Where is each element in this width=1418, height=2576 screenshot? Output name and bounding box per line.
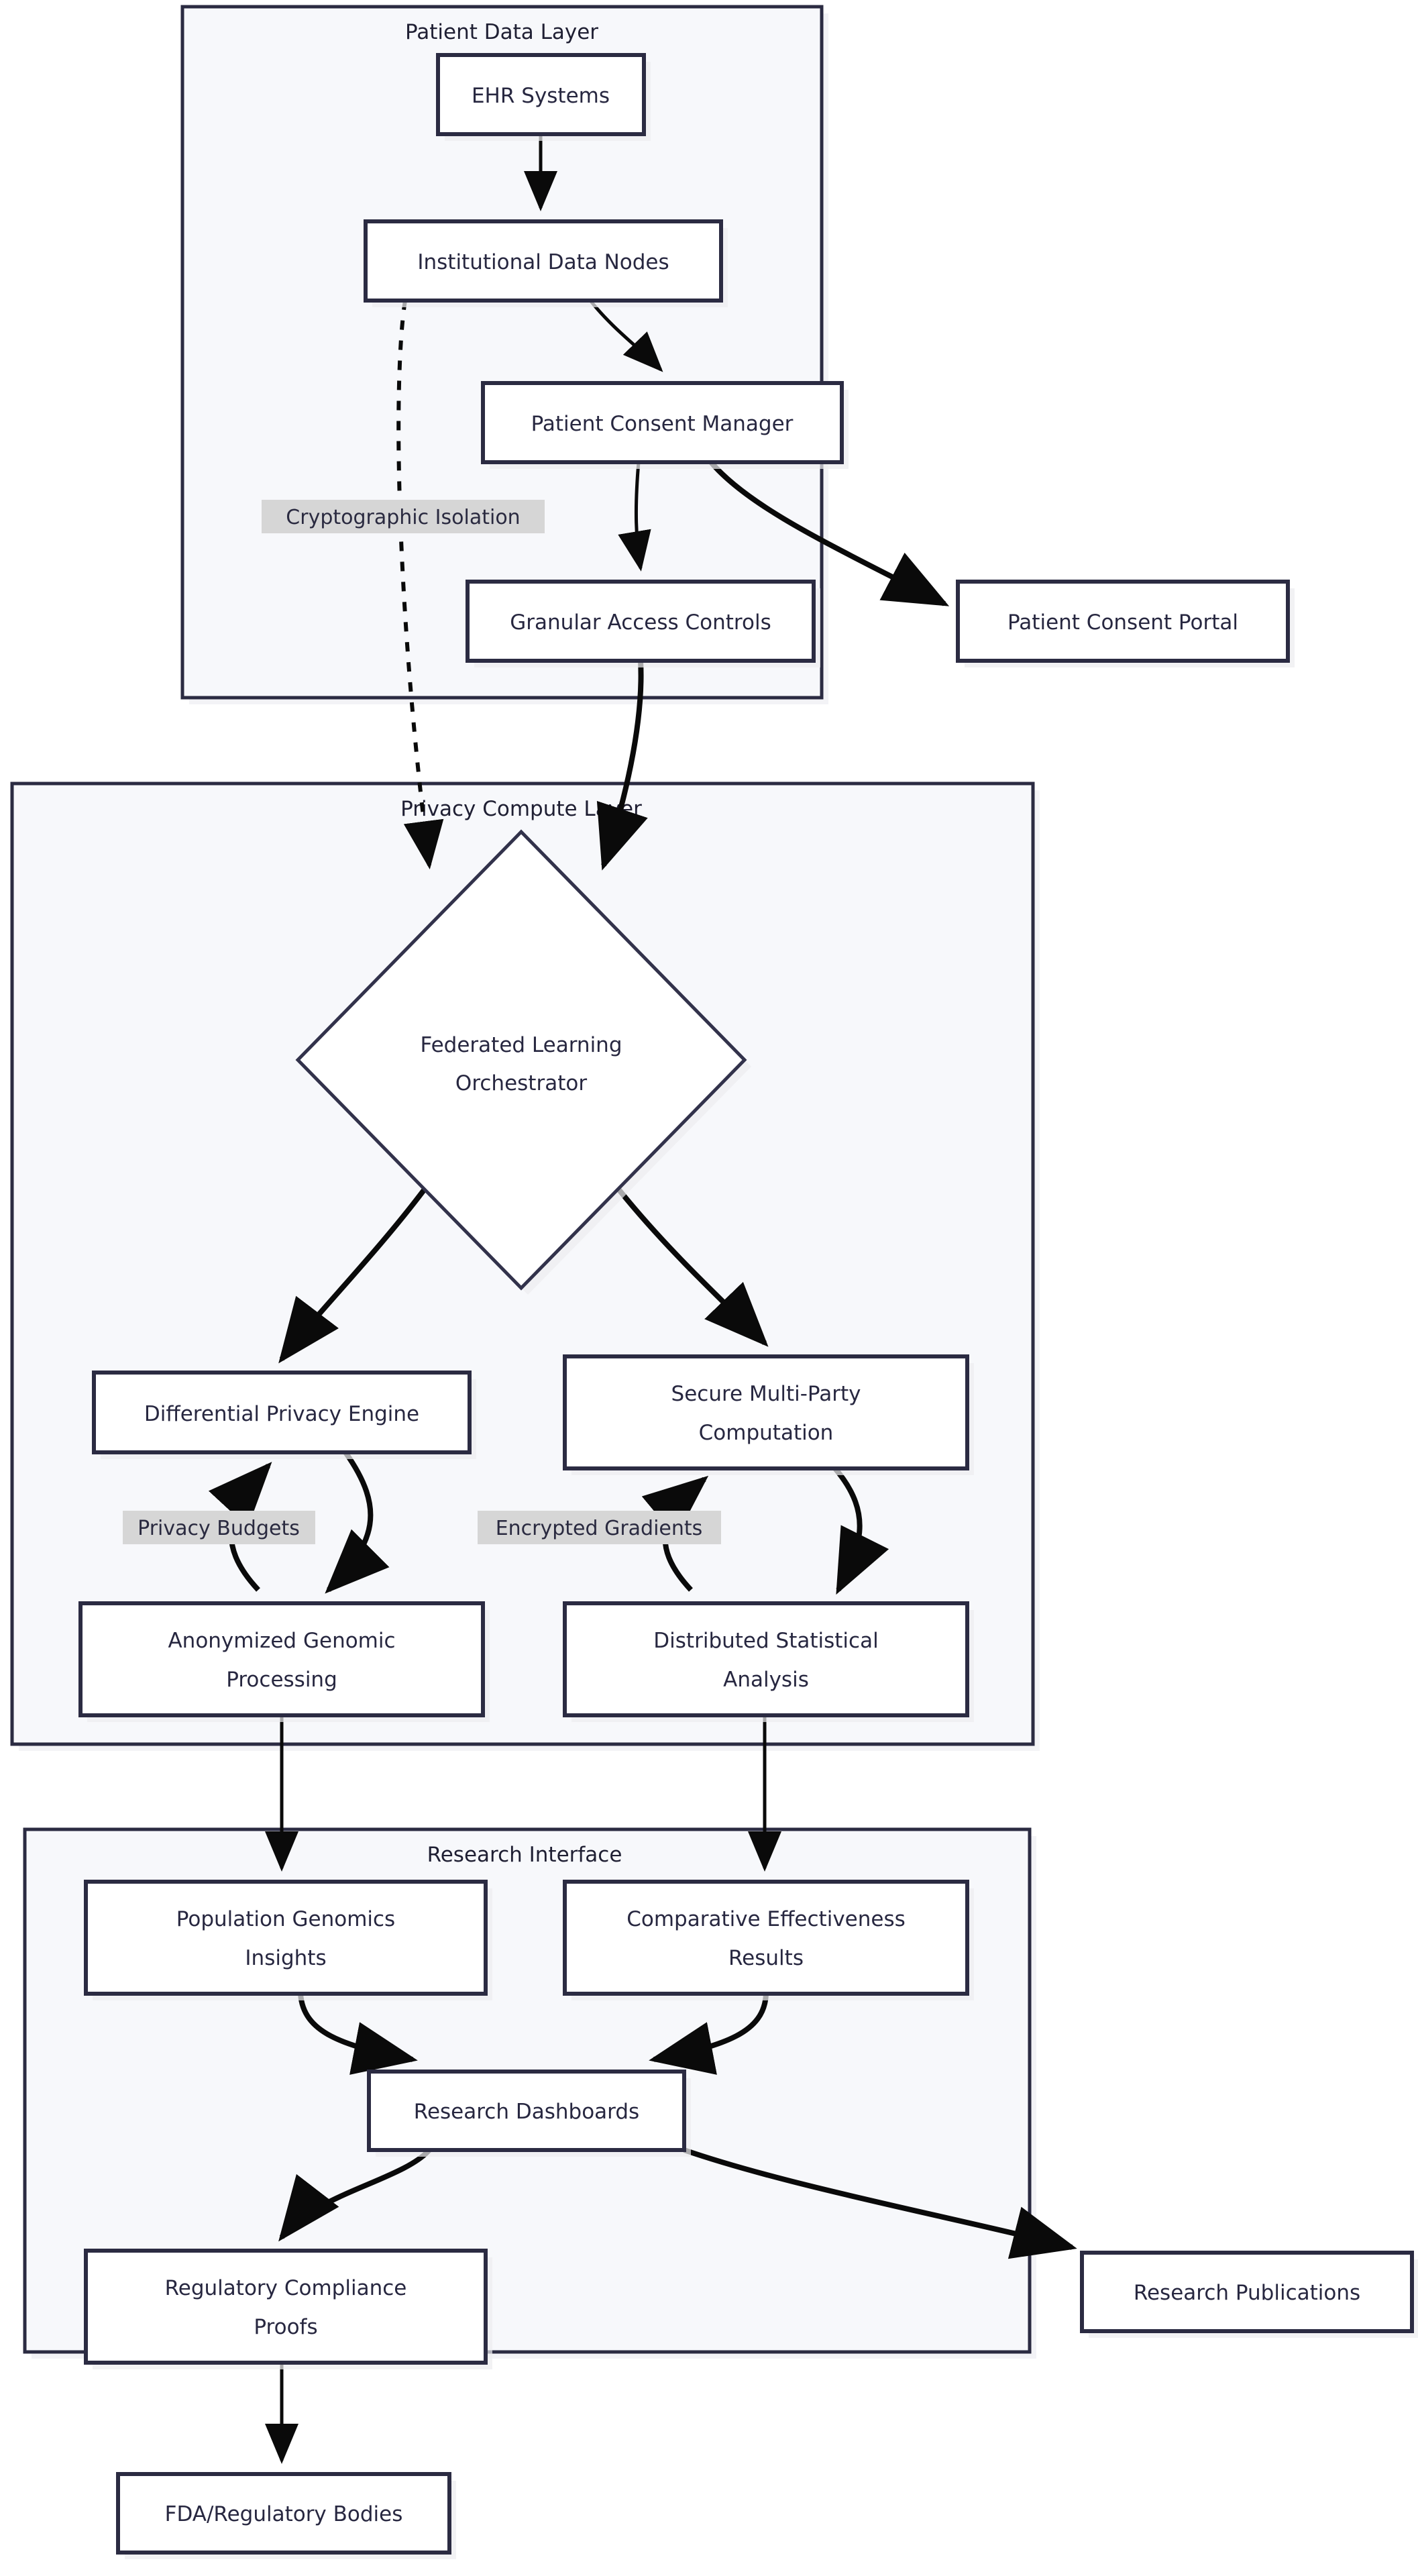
node-label-granular-access-controls: Granular Access Controls bbox=[510, 610, 771, 635]
node-research-dashboards[interactable]: Research Dashboards bbox=[367, 2070, 691, 2157]
node-distributed-statistical-analysis[interactable]: Distributed Statistical Analysis bbox=[563, 1601, 974, 1722]
node-label-comparative-effectiveness-results-line1: Comparative Effectiveness bbox=[626, 1907, 906, 1931]
node-ehr-systems[interactable]: EHR Systems bbox=[436, 53, 651, 141]
node-label-patient-consent-portal: Patient Consent Portal bbox=[1007, 610, 1238, 635]
node-label-federated-learning-orchestrator-line1: Federated Learning bbox=[420, 1033, 622, 1057]
node-label-distributed-statistical-analysis-line2: Analysis bbox=[723, 1668, 809, 1692]
node-label-federated-learning-orchestrator-line2: Orchestrator bbox=[455, 1071, 587, 1095]
node-label-anonymized-genomic-processing-line2: Processing bbox=[226, 1668, 337, 1692]
node-label-research-publications: Research Publications bbox=[1134, 2281, 1360, 2305]
edge-smpc-to-distributed-stats bbox=[832, 1466, 889, 1595]
node-anonymized-genomic-processing[interactable]: Anonymized Genomic Processing bbox=[78, 1601, 490, 1722]
edge-population-genomics-to-dashboards bbox=[298, 1993, 418, 2075]
node-label-secure-multiparty-computation-line1: Secure Multi-Party bbox=[671, 1382, 861, 1406]
node-regulatory-compliance-proofs[interactable]: Regulatory Compliance Proofs bbox=[84, 2249, 492, 2369]
edge-label-cryptographic-isolation: Cryptographic Isolation bbox=[262, 500, 545, 533]
node-federated-learning-orchestrator[interactable]: Federated Learning Orchestrator bbox=[295, 829, 751, 1295]
node-label-distributed-statistical-analysis-line1: Distributed Statistical bbox=[653, 1629, 878, 1653]
edge-label-cryptographic-isolation-text: Cryptographic Isolation bbox=[286, 506, 520, 529]
node-label-differential-privacy-engine: Differential Privacy Engine bbox=[144, 1402, 419, 1426]
edge-access-controls-to-orchestrator bbox=[596, 660, 648, 871]
node-label-institutional-data-nodes: Institutional Data Nodes bbox=[417, 250, 669, 274]
edge-dashboards-to-regulatory-proofs bbox=[278, 2148, 431, 2242]
node-label-population-genomics-insights-line2: Insights bbox=[245, 1946, 326, 1970]
subgraph-title-patient-data-layer: Patient Data Layer bbox=[405, 20, 598, 44]
node-label-comparative-effectiveness-results-line2: Results bbox=[728, 1946, 804, 1970]
edge-label-encrypted-gradients-text: Encrypted Gradients bbox=[496, 1517, 703, 1540]
node-label-population-genomics-insights-line1: Population Genomics bbox=[176, 1907, 395, 1931]
node-label-ehr-systems: EHR Systems bbox=[472, 84, 610, 108]
subgraph-title-privacy-compute-layer: Privacy Compute Layer bbox=[400, 797, 642, 821]
node-label-patient-consent-manager: Patient Consent Manager bbox=[531, 412, 794, 436]
node-label-anonymized-genomic-processing-line1: Anonymized Genomic bbox=[168, 1629, 395, 1653]
node-patient-consent-portal[interactable]: Patient Consent Portal bbox=[956, 580, 1295, 667]
subgraph-title-research-interface: Research Interface bbox=[427, 1843, 622, 1867]
edge-label-privacy-budgets: Privacy Budgets bbox=[123, 1511, 315, 1544]
node-label-regulatory-compliance-proofs-line2: Proofs bbox=[254, 2315, 317, 2339]
edge-orchestrator-to-smpc bbox=[614, 1185, 769, 1347]
node-differential-privacy-engine[interactable]: Differential Privacy Engine bbox=[92, 1371, 476, 1459]
edge-consent-manager-to-access-controls bbox=[618, 462, 651, 572]
edge-dashboards-to-research-publications bbox=[683, 2147, 1077, 2259]
edge-comparative-to-dashboards bbox=[649, 1993, 769, 2075]
node-label-research-dashboards: Research Dashboards bbox=[414, 2100, 639, 2124]
node-secure-multiparty-computation[interactable]: Secure Multi-Party Computation bbox=[563, 1354, 974, 1475]
edge-institutional-to-orchestrator bbox=[396, 300, 444, 869]
node-research-publications[interactable]: Research Publications bbox=[1080, 2251, 1418, 2338]
edge-label-encrypted-gradients: Encrypted Gradients bbox=[478, 1511, 721, 1544]
edge-orchestrator-to-dp-engine bbox=[278, 1185, 429, 1364]
node-label-fda-regulatory-bodies: FDA/Regulatory Bodies bbox=[165, 2502, 403, 2526]
node-patient-consent-manager[interactable]: Patient Consent Manager bbox=[481, 381, 849, 469]
edge-consent-manager-to-consent-portal bbox=[708, 460, 950, 606]
node-label-secure-multiparty-computation-line2: Computation bbox=[699, 1421, 834, 1445]
node-fda-regulatory-bodies[interactable]: FDA/Regulatory Bodies bbox=[116, 2472, 456, 2559]
node-population-genomics-insights[interactable]: Population Genomics Insights bbox=[84, 1880, 492, 2000]
edge-dp-engine-to-anon-genomic bbox=[325, 1450, 390, 1594]
edge-label-privacy-budgets-text: Privacy Budgets bbox=[138, 1517, 300, 1540]
node-institutional-data-nodes[interactable]: Institutional Data Nodes bbox=[364, 219, 728, 307]
node-granular-access-controls[interactable]: Granular Access Controls bbox=[466, 580, 820, 667]
node-label-regulatory-compliance-proofs-line1: Regulatory Compliance bbox=[165, 2276, 407, 2300]
edge-institutional-to-consent-manager bbox=[589, 299, 663, 372]
node-comparative-effectiveness-results[interactable]: Comparative Effectiveness Results bbox=[563, 1880, 974, 2000]
